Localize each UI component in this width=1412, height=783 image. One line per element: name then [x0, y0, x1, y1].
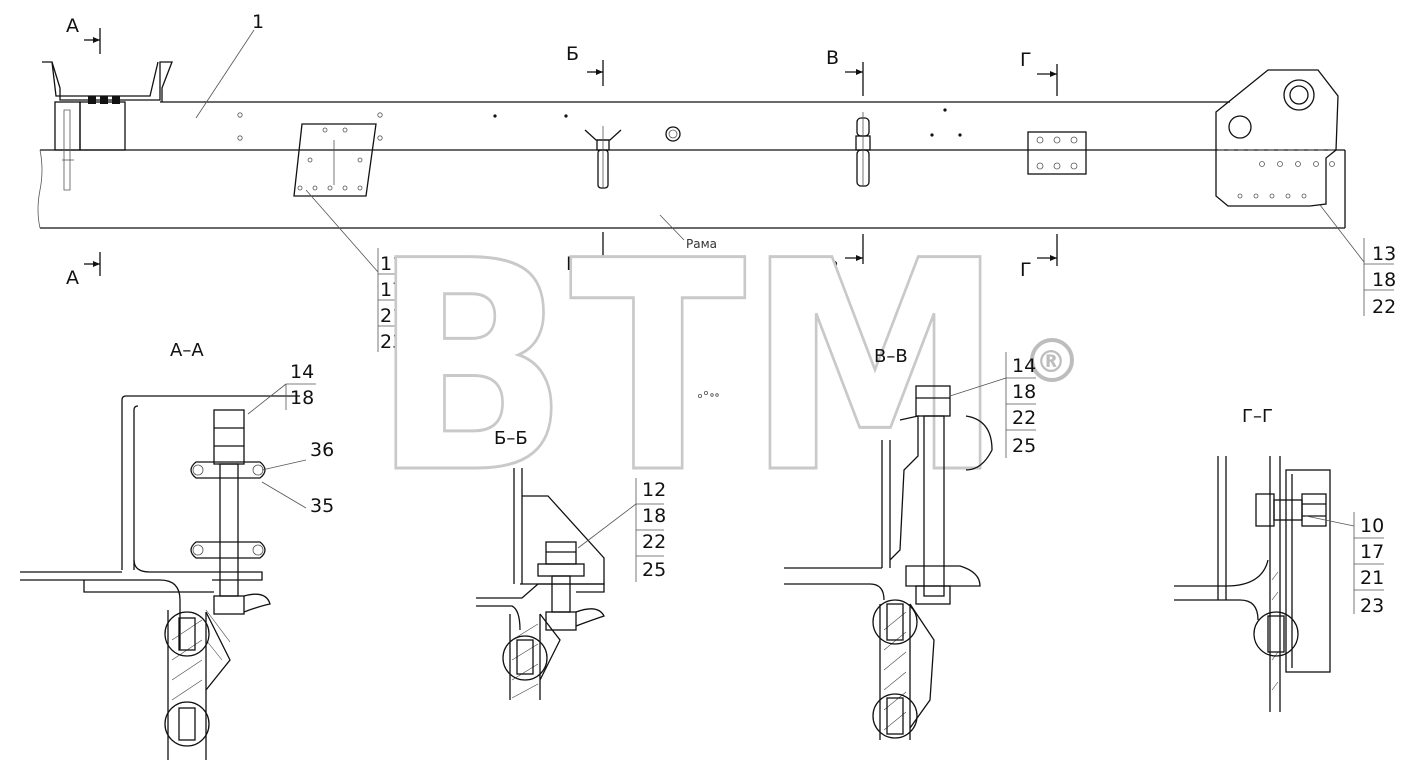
callout-gg-1: 10	[1360, 515, 1384, 537]
callout-end-2: 18	[1372, 269, 1396, 291]
section-cut-lines	[84, 28, 1058, 276]
callout-bb-2: 18	[642, 505, 666, 527]
section-mark-v-bottom: В	[826, 257, 839, 279]
eye-bolt-v	[855, 112, 871, 187]
callout-vv-4: 25	[1012, 435, 1036, 457]
wing-bolt-b	[584, 126, 622, 189]
callout-vv-3: 22	[1012, 407, 1036, 429]
callout-plate-1: 11	[380, 253, 404, 275]
frame-holes	[237, 108, 962, 142]
section-mark-g-bottom: Г	[1020, 259, 1032, 281]
callout-end-3: 22	[1372, 296, 1396, 318]
section-vv: В–В 14 18 22 25	[784, 346, 1036, 740]
callout-aa-bolt-1: 14	[290, 361, 314, 383]
right-end-bracket	[1215, 69, 1339, 207]
section-mark-a-bottom: А	[66, 267, 79, 289]
callout-aa-clip-top: 36	[310, 439, 334, 461]
section-mark-v-top: В	[826, 47, 839, 69]
watermark: BTM ®	[371, 199, 1074, 539]
section-bb-title: Б–Б	[494, 428, 528, 449]
callout-bb-4: 25	[642, 559, 666, 581]
callout-bb-3: 22	[642, 531, 666, 553]
leader-lines-main	[195, 29, 1394, 352]
callout-vv-2: 18	[1012, 381, 1036, 403]
callout-plate-4: 23	[380, 331, 404, 353]
watermark-text: BTM	[372, 200, 1004, 537]
callout-end-1: 13	[1372, 243, 1396, 265]
mounting-plate	[293, 123, 377, 197]
section-mark-b-top: Б	[566, 43, 579, 65]
main-frame-view: 1 Рама А А Б Б В В Г Г 11 17 21 23 13 18…	[37, 11, 1396, 353]
section-mark-b-bottom: Б	[566, 253, 579, 275]
callout-aa-bolt-2: 18	[290, 387, 314, 409]
callout-plate-3: 21	[380, 305, 404, 327]
section-mark-a-top: А	[66, 15, 79, 37]
watermark-registered: ®	[1036, 345, 1066, 380]
item-1-label: 1	[252, 11, 264, 33]
stray-dots	[698, 390, 719, 398]
callout-vv-1: 14	[1012, 355, 1036, 377]
section-aa: А–А 14 18 36 35	[20, 340, 334, 760]
callout-aa-clip-bottom: 35	[310, 495, 334, 517]
section-mark-g-top: Г	[1020, 49, 1032, 71]
callout-gg-2: 17	[1360, 541, 1384, 563]
section-vv-title: В–В	[874, 346, 908, 367]
section-bb: Б–Б 12 18 22 25	[476, 428, 666, 700]
section-gg: Г–Г 10 17 21 23	[1174, 406, 1384, 712]
callout-plate-2: 17	[380, 279, 404, 301]
callout-gg-4: 23	[1360, 595, 1384, 617]
square-plate-g	[1027, 131, 1087, 175]
callout-bb-1: 12	[642, 479, 666, 501]
section-aa-title: А–А	[170, 340, 204, 361]
left-end-bracket	[42, 61, 173, 191]
callout-gg-3: 21	[1360, 567, 1384, 589]
frame-caption: Рама	[686, 237, 717, 251]
section-gg-title: Г–Г	[1242, 406, 1273, 427]
